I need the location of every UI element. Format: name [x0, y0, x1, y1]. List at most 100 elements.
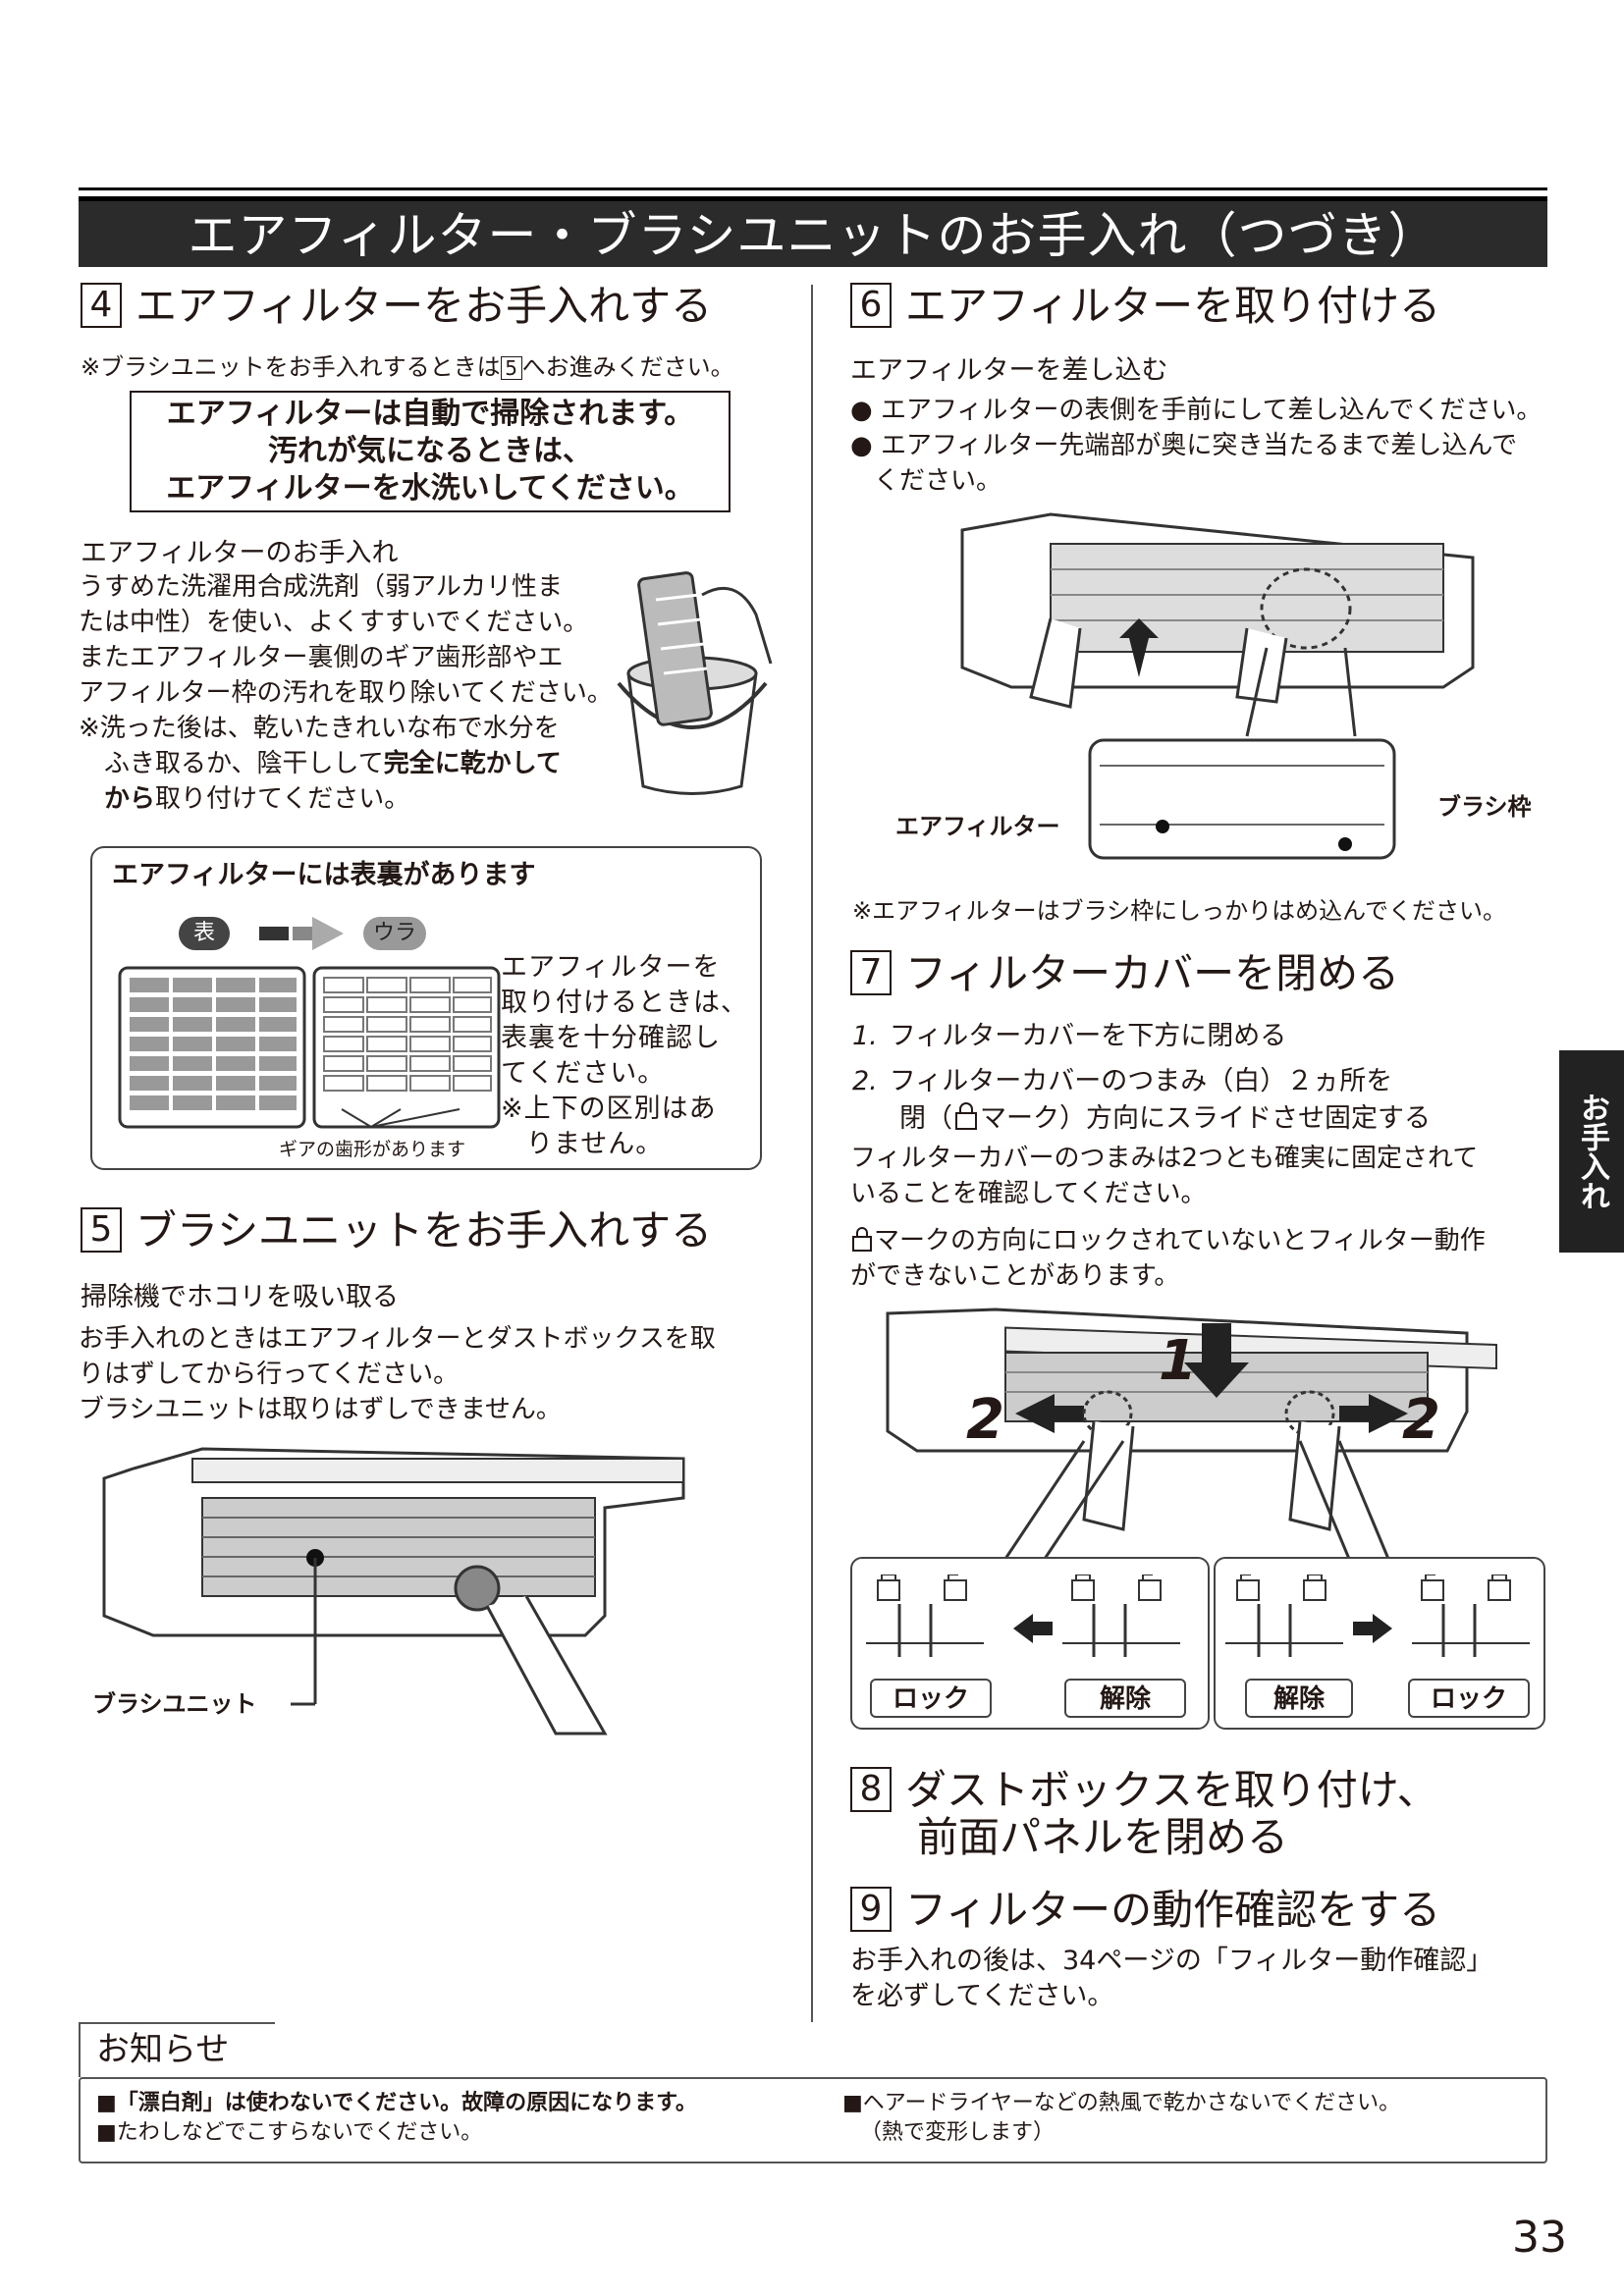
step9-heading-text: フィルターの動作確認をする: [905, 1886, 1441, 1934]
filter-care-body: うすめた洗濯用合成洗剤（弱アルカリ性ま たは中性）を使い、よくすすいでください。…: [79, 569, 613, 817]
filter-front-illustration: [118, 966, 306, 1129]
notice-box: ■「漂白剤」は使わないでください。故障の原因になります。 ■たわしなどでこすらな…: [79, 2077, 1547, 2163]
notice-item: ■「漂白剤」は使わないでください。故障の原因になります。: [96, 2091, 697, 2115]
step6-number: 6: [850, 282, 892, 328]
step4-heading-text: エアフィルターをお手入れする: [135, 282, 713, 330]
item-text: フィルターカバーのつまみ（白）２ヵ所を: [889, 1066, 1393, 1096]
step6-subhead: エアフィルターを差し込む: [850, 355, 1168, 386]
panel-line: ※上下の区別はあ: [501, 1094, 717, 1124]
body-line: お手入れの後は、34ページの「フィルター動作確認」: [850, 1946, 1493, 1976]
step6-note: ※エアフィルターはブラシ枠にしっかりはめ込んでください。: [852, 897, 1506, 925]
left-lock-panel: ロック 解除: [850, 1557, 1210, 1730]
step7-item2: 2. フィルターカバーのつまみ（白）２ヵ所を: [852, 1064, 1392, 1099]
body-line: りはずしてから行ってください。: [79, 1360, 460, 1389]
marker-1: 1: [1159, 1329, 1197, 1393]
step5-heading: 5 ブラシユニットをお手入れする: [81, 1205, 712, 1256]
step7-warning: マークの方向にロックされていないとフィルター動作 ができないことがあります。: [850, 1223, 1486, 1294]
box-line-1: エアフィルターは自動で掃除されます。: [166, 397, 694, 431]
body-line: ができないことがあります。: [850, 1261, 1180, 1291]
panel-line: てください。: [501, 1058, 666, 1089]
section-side-tab: お手入れ: [1559, 1050, 1624, 1253]
step5-number: 5: [81, 1206, 122, 1253]
body-line: ※洗った後は、乾いたきれいな布で水分を: [79, 714, 560, 743]
filter-care-subhead: エアフィルターのお手入れ: [81, 538, 399, 568]
page-title-bar: エアフィルター・ブラシユニットのお手入れ（つづき）: [79, 196, 1547, 267]
filter-back-illustration: [312, 966, 501, 1129]
step8-number: 8: [850, 1766, 892, 1812]
body-line: お手入れのときはエアフィルターとダストボックスを取: [79, 1324, 716, 1354]
body-line: を必ずしてください。: [850, 1981, 1114, 2011]
step9-heading: 9 フィルターの動作確認をする: [850, 1885, 1440, 1936]
step5-body: お手入れのときはエアフィルターとダストボックスを取 りはずしてから行ってください…: [79, 1321, 716, 1427]
body-line: いることを確認してください。: [850, 1179, 1207, 1208]
right-lock-panel: 解除 ロック: [1214, 1557, 1545, 1730]
step5-heading-text: ブラシユニットをお手入れする: [135, 1206, 713, 1255]
step6-bullets: ● エアフィルターの表側を手前にして差し込んでください。 ● エアフィルター先端…: [850, 393, 1542, 499]
box-line-3: エアフィルターを水洗いしてください。: [166, 471, 694, 506]
step7-body: フィルターカバーのつまみは2つとも確実に固定されて いることを確認してください。: [850, 1141, 1478, 1211]
step6-heading: 6 エアフィルターを取り付ける: [850, 281, 1440, 332]
panel-text: エアフィルターを 取り付けるときは、 表裏を十分確認し てください。 ※上下の区…: [501, 950, 748, 1162]
lock-diagram: [1225, 1575, 1530, 1657]
bullet-text: エアフィルター先端部が奥に突き当たるまで差し込んで: [880, 431, 1518, 460]
step9-body: お手入れの後は、34ページの「フィルター動作確認」 を必ずしてください。: [850, 1944, 1492, 2014]
body-line: ブラシユニットは取りはずしできません。: [79, 1395, 562, 1424]
step8-heading-text: ダストボックスを取り付け、: [905, 1766, 1438, 1814]
notice-right: ■ヘアードライヤーなどの熱風で乾かさないでください。 （熱で変形します）: [842, 2089, 1400, 2148]
bullet-text: エアフィルターの表側を手前にして差し込んでください。: [880, 396, 1543, 425]
release-label: 解除: [1064, 1679, 1186, 1718]
brush-frame-callout: ブラシ枠: [1437, 793, 1532, 821]
panel-line: りません。: [526, 1129, 664, 1159]
front-badge: 表: [179, 917, 230, 950]
lock-label: ロック: [1408, 1679, 1530, 1718]
marker-2-left: 2: [966, 1388, 1004, 1452]
release-label: 解除: [1245, 1679, 1353, 1718]
page-number: 33: [1512, 2213, 1567, 2263]
bullet-item: ● エアフィルター先端部が奥に突き当たるまで差し込んで: [850, 431, 1518, 460]
lock-diagram: [866, 1575, 1180, 1657]
item-number: 1.: [852, 1021, 878, 1051]
notice-item: ■たわしなどでこすらないでください。: [96, 2120, 483, 2145]
step7-item2b: 閉（ マーク）方向にスライドさせ固定する: [899, 1101, 1431, 1137]
item-text: マーク）方向にスライドさせ固定する: [980, 1103, 1431, 1134]
item-number: 2.: [852, 1066, 878, 1096]
step7-heading-text: フィルターカバーを閉める: [905, 949, 1400, 997]
body-line: うすめた洗濯用合成洗剤（弱アルカリ性ま: [79, 572, 563, 602]
panel-line: 取り付けるときは、: [501, 988, 748, 1018]
brush-unit-callout: ブラシユニット: [92, 1690, 257, 1718]
body-line: 取り付けてください。: [155, 784, 410, 814]
bullet-item: ● エアフィルターの表側を手前にして差し込んでください。: [850, 396, 1543, 425]
notice-tag: お知らせ: [79, 2022, 275, 2077]
body-emphasis: 完全に乾かして: [383, 749, 562, 778]
lock-label: ロック: [870, 1679, 992, 1718]
auto-clean-notice-box: エアフィルターは自動で掃除されます。 汚れが気になるときは、 エアフィルターを水…: [130, 391, 731, 512]
notice-item: （熱で変形します）: [860, 2120, 1056, 2145]
step7-number: 7: [850, 949, 892, 995]
gear-caption: ギアの歯形があります: [279, 1139, 466, 1160]
body-line: アフィルター枠の汚れを取り除いてください。: [79, 678, 613, 708]
step7-item1: 1.フィルターカバーを下方に閉める: [852, 1019, 1286, 1054]
body-line: マークの方向にロックされていないとフィルター動作: [874, 1226, 1486, 1255]
marker-2-right: 2: [1402, 1388, 1440, 1452]
body-line: たは中性）を使い、よくすすいでください。: [79, 608, 589, 637]
lock-icon: [955, 1102, 977, 1130]
step4-note-end: へお進みください。: [521, 353, 734, 381]
bullet-text: ください。: [874, 466, 1002, 496]
notice-item: ■ヘアードライヤーなどの熱風で乾かさないでください。: [842, 2091, 1401, 2115]
panel-line: エアフィルターを: [501, 952, 721, 983]
box-line-2: 汚れが気になるときは、: [268, 434, 592, 468]
step6-heading-text: エアフィルターを取り付ける: [905, 282, 1441, 330]
item-text: 閉（: [899, 1103, 952, 1134]
filter-sides-panel: エアフィルターには表裏があります 表 ウラ ギアの歯形があります エアフィルター: [90, 846, 762, 1170]
step5-subhead: 掃除機でホコリを吸い取る: [81, 1282, 399, 1312]
filter-washing-illustration: [617, 571, 773, 795]
body-line: フィルターカバーのつまみは2つとも確実に固定されて: [850, 1144, 1479, 1173]
brush-unit-vacuum-illustration: [102, 1447, 685, 1735]
step8-heading-line2: 前面パネルを閉める: [917, 1813, 1289, 1861]
step9-number: 9: [850, 1886, 892, 1932]
step4-note-text: ※ブラシユニットをお手入れするときは: [81, 353, 501, 381]
panel-line: 表裏を十分確認し: [501, 1023, 721, 1053]
back-badge: ウラ: [363, 917, 426, 950]
step7-heading: 7 フィルターカバーを閉める: [850, 948, 1399, 999]
